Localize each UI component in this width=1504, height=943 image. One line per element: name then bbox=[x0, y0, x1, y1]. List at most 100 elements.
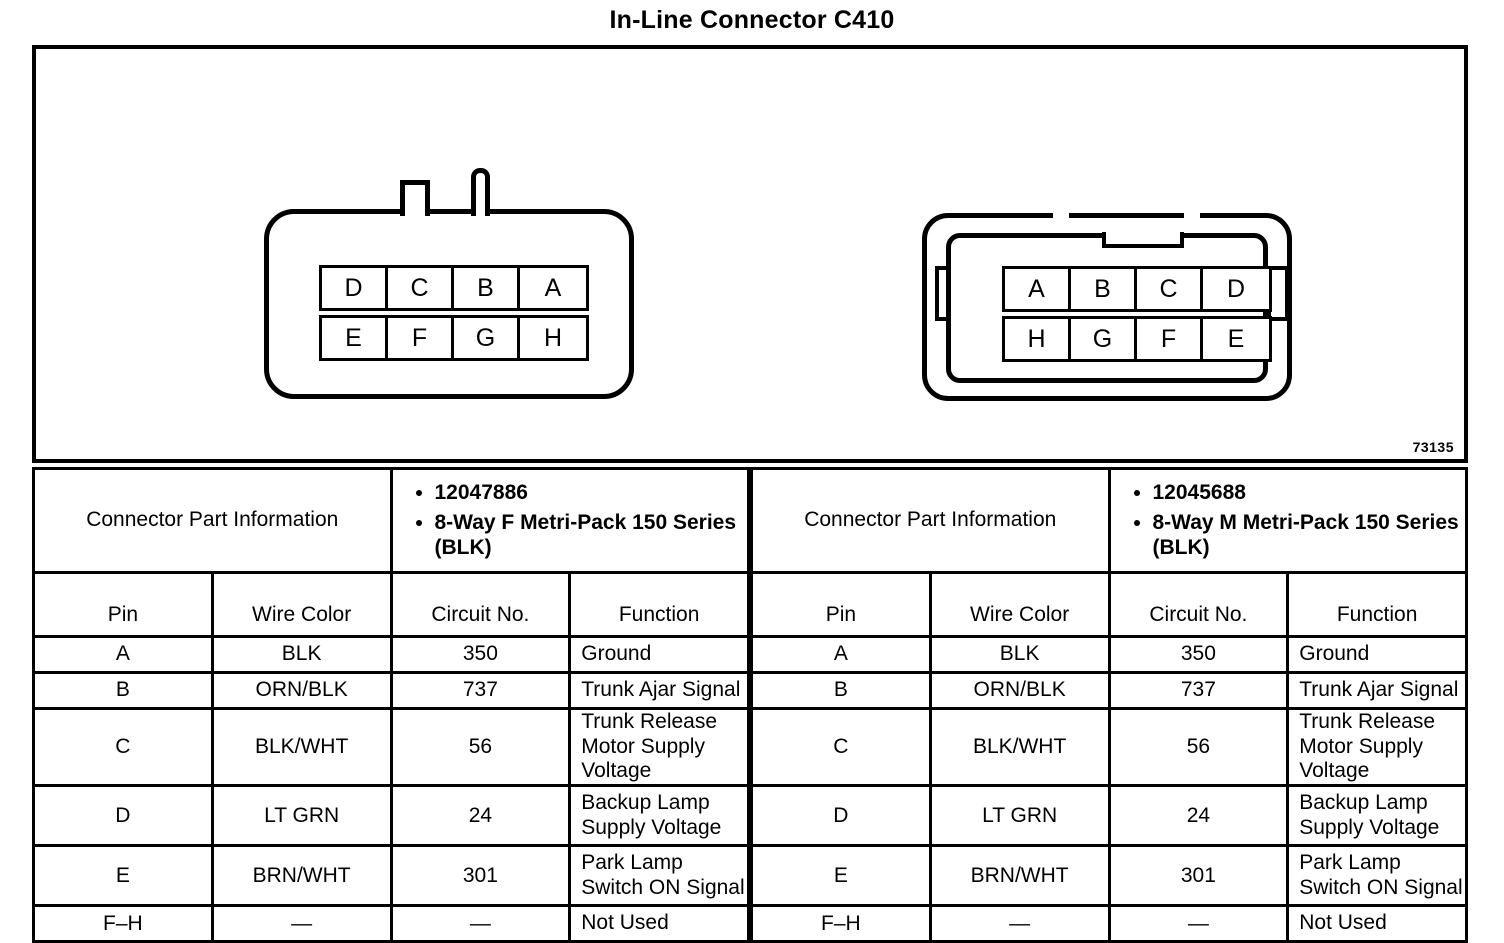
pin-cell: A bbox=[520, 268, 586, 308]
cell-function: Park Lamp Switch ON Signal bbox=[1286, 844, 1468, 908]
cell-pin: B bbox=[32, 670, 214, 710]
pin-cell: A bbox=[1005, 269, 1071, 309]
pin-cell: E bbox=[322, 318, 388, 358]
table-header-row: Pin Wire Color Circuit No. Function bbox=[750, 570, 1468, 638]
cell-wire-color: LT GRN bbox=[928, 784, 1111, 848]
pin-cell: E bbox=[1203, 319, 1269, 359]
pin-row: H G F E bbox=[1002, 316, 1272, 362]
male-pin-table: Connector Part Information 12045688 8-Wa… bbox=[750, 467, 1468, 943]
page-title: In-Line Connector C410 bbox=[609, 6, 895, 34]
cell-circuit-no: 301 bbox=[389, 844, 572, 908]
table-row: D LT GRN 24 Backup Lamp Supply Voltage bbox=[750, 784, 1468, 848]
cell-pin: A bbox=[750, 634, 932, 674]
cell-circuit-no: — bbox=[1107, 904, 1290, 943]
column-header-pin: Pin bbox=[750, 570, 932, 638]
connector-part-info-value: 12045688 8-Way M Metri-Pack 150 Series (… bbox=[1107, 467, 1468, 574]
cell-pin: A bbox=[32, 634, 214, 674]
column-header-circuit-no: Circuit No. bbox=[389, 570, 572, 638]
pin-cell: H bbox=[1005, 319, 1071, 359]
cell-circuit-no: 350 bbox=[1107, 634, 1290, 674]
table-row: A BLK 350 Ground bbox=[750, 634, 1468, 674]
column-header-wire-color: Wire Color bbox=[210, 570, 393, 638]
table-row: C BLK/WHT 56 Trunk Release Motor Supply … bbox=[32, 706, 750, 788]
table-header-row: Pin Wire Color Circuit No. Function bbox=[32, 570, 750, 638]
part-description: 8-Way M Metri-Pack 150 Series (BLK) bbox=[1153, 508, 1466, 563]
cell-pin: D bbox=[32, 784, 214, 848]
cell-wire-color: BLK/WHT bbox=[928, 706, 1111, 788]
table-row: A BLK 350 Ground bbox=[32, 634, 750, 674]
cell-function: Trunk Release Motor Supply Voltage bbox=[568, 706, 750, 788]
pin-row: A B C D bbox=[1002, 266, 1272, 312]
cell-wire-color: BRN/WHT bbox=[210, 844, 393, 908]
table-row: B ORN/BLK 737 Trunk Ajar Signal bbox=[32, 670, 750, 710]
cell-function: Ground bbox=[568, 634, 750, 674]
cell-pin: B bbox=[750, 670, 932, 710]
cell-function: Backup Lamp Supply Voltage bbox=[568, 784, 750, 848]
pin-cell: G bbox=[1071, 319, 1137, 359]
pin-cell: F bbox=[1137, 319, 1203, 359]
table-row: E BRN/WHT 301 Park Lamp Switch ON Signal bbox=[750, 844, 1468, 908]
connector-part-info-row: Connector Part Information 12045688 8-Wa… bbox=[750, 467, 1468, 574]
pin-cell: C bbox=[1137, 269, 1203, 309]
pin-cell: D bbox=[322, 268, 388, 308]
top-notch-icon bbox=[1053, 213, 1069, 220]
cell-circuit-no: 56 bbox=[1107, 706, 1290, 788]
cell-pin: F–H bbox=[32, 904, 214, 943]
cell-wire-color: LT GRN bbox=[210, 784, 393, 848]
connector-illustration-panel: D C B A E F G H bbox=[32, 45, 1468, 463]
cell-function: Not Used bbox=[1286, 904, 1468, 943]
pin-tables-container: Connector Part Information 12047886 8-Wa… bbox=[32, 467, 1468, 943]
male-connector-pin-grid: A B C D H G F E bbox=[1002, 266, 1272, 362]
cell-pin: F–H bbox=[750, 904, 932, 943]
cell-pin: C bbox=[750, 706, 932, 788]
cell-wire-color: BLK bbox=[210, 634, 393, 674]
top-lock-tab-icon bbox=[1102, 232, 1184, 248]
column-header-function: Function bbox=[568, 570, 750, 638]
cell-pin: E bbox=[750, 844, 932, 908]
pin-cell: B bbox=[454, 268, 520, 308]
pin-cell: D bbox=[1203, 269, 1269, 309]
pin-row: D C B A bbox=[319, 265, 589, 311]
cell-wire-color: ORN/BLK bbox=[928, 670, 1111, 710]
table-row: F–H — — Not Used bbox=[32, 904, 750, 943]
pin-row: E F G H bbox=[319, 315, 589, 361]
part-number: 12045688 bbox=[1153, 478, 1466, 508]
cell-wire-color: — bbox=[210, 904, 393, 943]
cell-wire-color: BLK bbox=[928, 634, 1111, 674]
cell-circuit-no: 350 bbox=[389, 634, 572, 674]
cell-wire-color: ORN/BLK bbox=[210, 670, 393, 710]
table-row: B ORN/BLK 737 Trunk Ajar Signal bbox=[750, 670, 1468, 710]
square-tab-icon bbox=[400, 180, 430, 216]
cell-circuit-no: 24 bbox=[1107, 784, 1290, 848]
part-number: 12047886 bbox=[435, 478, 748, 508]
top-notch-icon bbox=[1184, 213, 1200, 220]
pin-cell: G bbox=[454, 318, 520, 358]
cell-function: Not Used bbox=[568, 904, 750, 943]
cell-function: Backup Lamp Supply Voltage bbox=[1286, 784, 1468, 848]
pin-cell: F bbox=[388, 318, 454, 358]
cell-function: Trunk Ajar Signal bbox=[568, 670, 750, 710]
table-row: F–H — — Not Used bbox=[750, 904, 1468, 943]
cell-function: Ground bbox=[1286, 634, 1468, 674]
cell-function: Trunk Ajar Signal bbox=[1286, 670, 1468, 710]
table-row: D LT GRN 24 Backup Lamp Supply Voltage bbox=[32, 784, 750, 848]
pin-cell: H bbox=[520, 318, 586, 358]
female-connector-pin-grid: D C B A E F G H bbox=[319, 265, 589, 361]
male-connector-body: A B C D H G F E bbox=[922, 213, 1292, 401]
cell-pin: C bbox=[32, 706, 214, 788]
cell-circuit-no: 737 bbox=[1107, 670, 1290, 710]
column-header-pin: Pin bbox=[32, 570, 214, 638]
cell-pin: E bbox=[32, 844, 214, 908]
cell-wire-color: BLK/WHT bbox=[210, 706, 393, 788]
cell-pin: D bbox=[750, 784, 932, 848]
connector-part-info-label: Connector Part Information bbox=[32, 467, 393, 574]
cell-circuit-no: 301 bbox=[1107, 844, 1290, 908]
table-row: E BRN/WHT 301 Park Lamp Switch ON Signal bbox=[32, 844, 750, 908]
cell-function: Park Lamp Switch ON Signal bbox=[568, 844, 750, 908]
cell-wire-color: BRN/WHT bbox=[928, 844, 1111, 908]
cell-circuit-no: 24 bbox=[389, 784, 572, 848]
table-row: C BLK/WHT 56 Trunk Release Motor Supply … bbox=[750, 706, 1468, 788]
connector-part-info-value: 12047886 8-Way F Metri-Pack 150 Series (… bbox=[389, 467, 750, 574]
part-description: 8-Way F Metri-Pack 150 Series (BLK) bbox=[435, 508, 748, 563]
